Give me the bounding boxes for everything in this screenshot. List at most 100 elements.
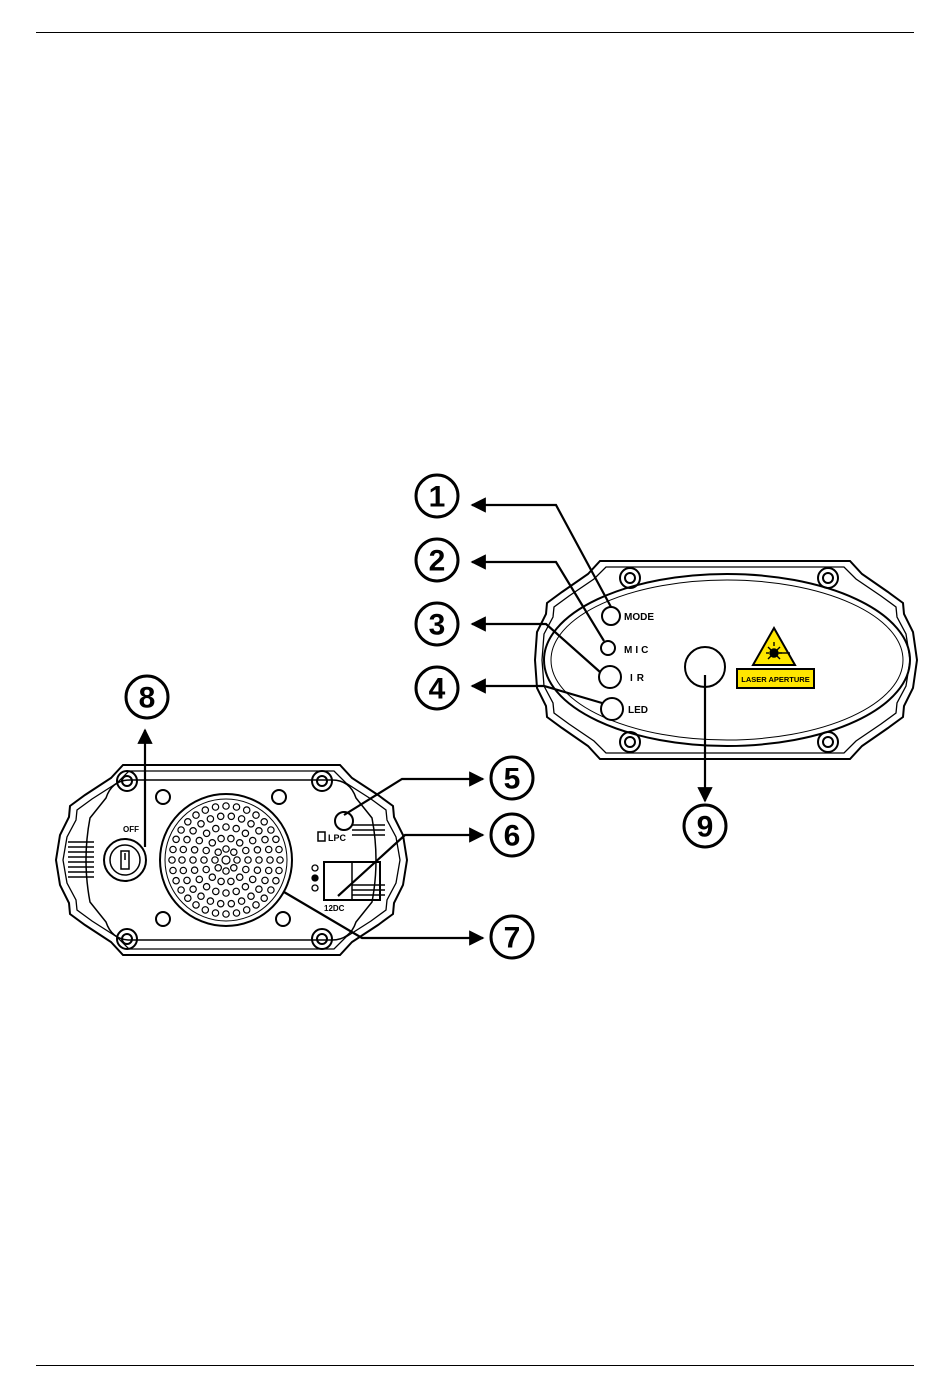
front-panel: [535, 561, 917, 759]
led-indicator: [601, 698, 623, 720]
lpc-label: LPC: [328, 833, 347, 843]
fan-hole: [228, 835, 234, 841]
fan-hole: [250, 876, 256, 882]
fan-hole: [273, 836, 279, 842]
fan-hole: [276, 846, 282, 852]
fan-hole: [184, 877, 190, 883]
fan-hole: [169, 857, 175, 863]
fan-grille: [160, 794, 292, 926]
fan-hole: [250, 837, 256, 843]
fan-hole: [173, 836, 179, 842]
fan-hole: [207, 898, 213, 904]
laser-warning-sticker: LASER APERTURE: [737, 628, 814, 688]
fan-hole: [184, 836, 190, 842]
fan-hole: [262, 877, 268, 883]
callout-5: 5: [491, 757, 533, 799]
fan-hole: [180, 867, 186, 873]
svg-text:8: 8: [139, 682, 156, 715]
fan-hole: [209, 874, 215, 880]
fan-hole: [222, 856, 230, 864]
rear-screw-inner-bottom-left: [156, 912, 170, 926]
callout-8: 8: [126, 676, 168, 718]
fan-hole: [256, 857, 262, 863]
fan-hole: [212, 857, 218, 863]
fan-hole: [245, 857, 251, 863]
fan-hole: [256, 828, 262, 834]
rear-screw-bottom-right: [312, 929, 332, 949]
fan-hole: [237, 840, 243, 846]
leader-6: [338, 835, 483, 896]
fan-hole: [254, 867, 260, 873]
rear-screw-inner-top-left: [156, 790, 170, 804]
power-input-label: 12DC: [324, 904, 345, 913]
fan-hole: [198, 821, 204, 827]
rear-housing-inner-edge: [63, 771, 400, 949]
fan-hole: [178, 827, 184, 833]
callout-9: 9: [684, 805, 726, 847]
fan-hole: [261, 819, 267, 825]
rear-screw-inner-top-right: [272, 790, 286, 804]
fan-hole: [233, 825, 239, 831]
fan-hole: [213, 888, 219, 894]
fan-hole: [170, 867, 176, 873]
fan-hole: [243, 866, 249, 872]
fan-hole: [196, 837, 202, 843]
fan-hole: [185, 819, 191, 825]
fan-hole: [223, 911, 229, 917]
fan-hole: [193, 902, 199, 908]
fan-hole: [203, 866, 209, 872]
fan-hole: [215, 865, 221, 871]
fan-hole: [203, 847, 209, 853]
fan-hole: [207, 816, 213, 822]
fan-hole: [191, 847, 197, 853]
fan-hole: [223, 824, 229, 830]
callout-1: 1: [416, 475, 458, 517]
front-screw-top-left: [620, 568, 640, 588]
fan-hole: [190, 828, 196, 834]
svg-text:9: 9: [697, 811, 714, 844]
fan-hole: [256, 886, 262, 892]
svg-text:5: 5: [504, 763, 521, 796]
svg-text:7: 7: [504, 922, 521, 955]
lpc-label-group: LPC: [318, 832, 347, 843]
rear-screw-top-right: [312, 771, 332, 791]
fan-hole: [228, 878, 234, 884]
laser-aperture-label: LASER APERTURE: [741, 675, 809, 684]
fan-hole: [248, 893, 254, 899]
fan-hole: [273, 878, 279, 884]
svg-text:1: 1: [429, 481, 446, 514]
rear-screw-inner-bottom-right: [276, 912, 290, 926]
fan-hole: [178, 887, 184, 893]
fan-hole: [180, 846, 186, 852]
fan-hole: [228, 901, 234, 907]
fan-hole: [243, 847, 249, 853]
fan-grille-inner: [165, 799, 287, 921]
fan-hole: [262, 836, 268, 842]
fan-hole: [223, 803, 229, 809]
fan-hole: [242, 884, 248, 890]
fan-hole: [202, 807, 208, 813]
fan-hole: [213, 825, 219, 831]
fan-hole: [244, 807, 250, 813]
fan-hole: [276, 867, 282, 873]
leader-1: [472, 505, 611, 607]
fan-grille-holes: [169, 803, 283, 917]
fan-hole: [203, 884, 209, 890]
fan-hole: [218, 901, 224, 907]
fan-hole: [173, 878, 179, 884]
svg-text:3: 3: [429, 609, 446, 642]
fan-hole: [268, 827, 274, 833]
power-key-switch[interactable]: [104, 839, 146, 881]
fan-hole: [231, 865, 237, 871]
callout-4: 4: [416, 667, 458, 709]
lpc-key-icon: [318, 832, 325, 841]
mode-button[interactable]: [602, 607, 620, 625]
fan-hole: [234, 857, 240, 863]
fan-hole: [248, 821, 254, 827]
fan-hole: [179, 857, 185, 863]
fan-hole: [212, 804, 218, 810]
mic-sensor: [601, 641, 615, 655]
left-vent-slots: [68, 842, 94, 877]
fan-hole: [185, 895, 191, 901]
rear-panel: [56, 765, 407, 955]
